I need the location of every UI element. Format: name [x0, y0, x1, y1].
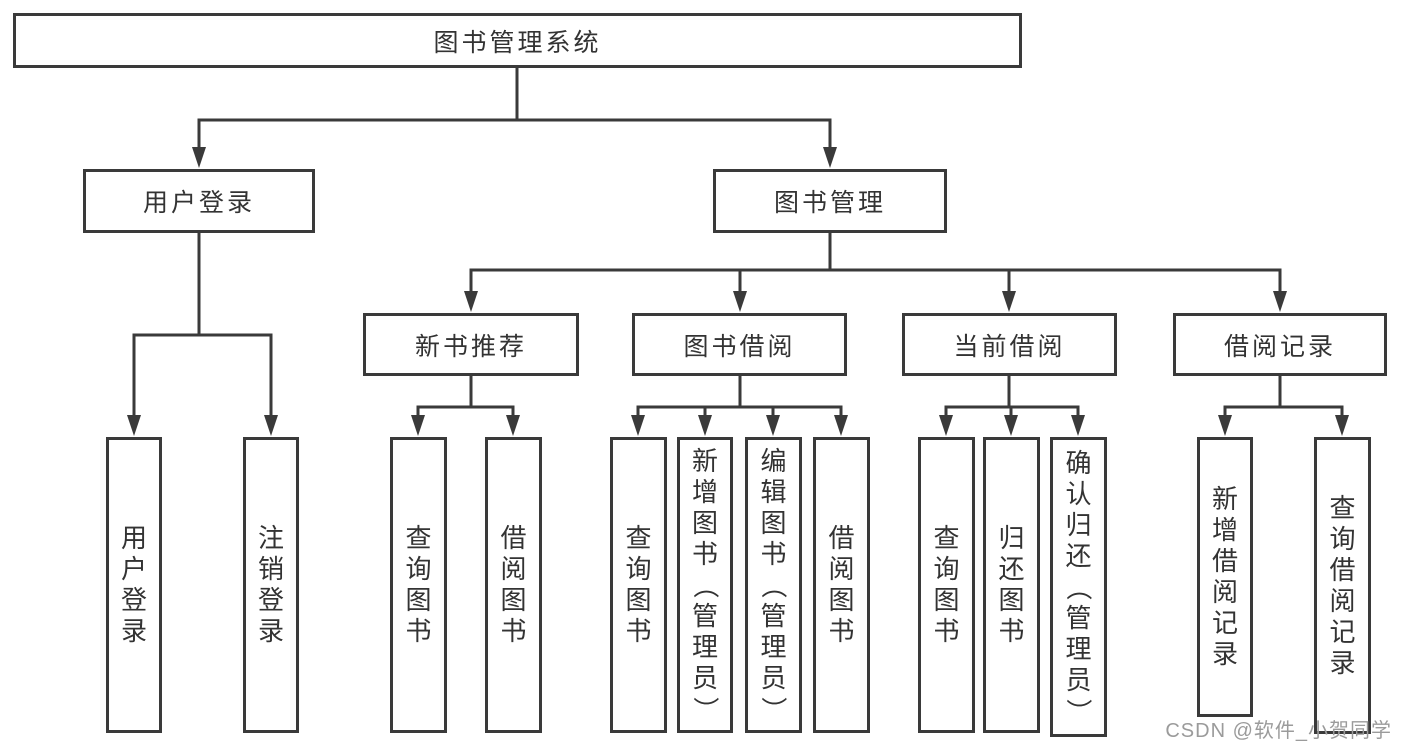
leaf-label: 查询图书 — [933, 523, 960, 646]
leaf-borrow-books: 借阅图书 — [813, 437, 870, 733]
leaf-return-books: 归还图书 — [983, 437, 1040, 733]
leaf-label: 查询图书 — [625, 523, 652, 646]
node-new-book-recommend: 新书推荐 — [363, 313, 579, 376]
leaf-label: 编辑图书（管理员） — [758, 445, 789, 723]
leaf-label: 借阅图书 — [828, 523, 855, 646]
leaf-confirm-return-admin: 确认归还（管理员） — [1050, 437, 1107, 737]
leaf-label: 归还图书 — [998, 523, 1025, 646]
leaf-label: 用户登录 — [120, 523, 147, 646]
leaf-logout: 注销登录 — [243, 437, 299, 733]
leaf-label: 新增借阅记录 — [1211, 484, 1238, 669]
leaf-label: 确认归还（管理员） — [1063, 447, 1094, 725]
node-book-borrow: 图书借阅 — [632, 313, 847, 376]
node-borrow-records: 借阅记录 — [1173, 313, 1387, 376]
leaf-user-login: 用户登录 — [106, 437, 162, 733]
leaf-label: 借阅图书 — [500, 523, 527, 646]
leaf-edit-books-admin: 编辑图书（管理员） — [745, 437, 802, 733]
node-book-management: 图书管理 — [713, 169, 947, 233]
leaf-label: 注销登录 — [257, 523, 284, 646]
node-library-management-system: 图书管理系统 — [13, 13, 1022, 68]
leaf-label: 查询图书 — [405, 523, 432, 646]
leaf-query-books-current: 查询图书 — [918, 437, 975, 733]
node-user-login: 用户登录 — [83, 169, 315, 233]
leaf-borrow-books-recommend: 借阅图书 — [485, 437, 542, 733]
leaf-add-borrow-record: 新增借阅记录 — [1197, 437, 1253, 717]
leaf-query-books-recommend: 查询图书 — [390, 437, 447, 733]
node-current-borrow: 当前借阅 — [902, 313, 1117, 376]
leaf-label: 新增图书（管理员） — [690, 445, 721, 723]
leaf-query-borrow-record: 查询借阅记录 — [1314, 437, 1371, 734]
csdn-watermark: CSDN @软件_小贺同学 — [1165, 720, 1392, 742]
leaf-label: 查询借阅记录 — [1329, 492, 1356, 678]
leaf-query-books-borrow: 查询图书 — [610, 437, 667, 733]
leaf-add-books-admin: 新增图书（管理员） — [677, 437, 733, 733]
